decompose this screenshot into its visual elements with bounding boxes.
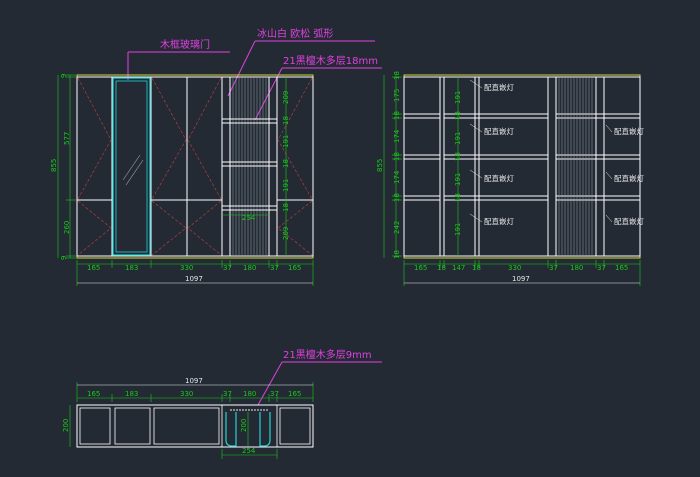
dim-front-inner-width: 254: [242, 214, 256, 222]
dim-plan-w5: 180: [243, 390, 256, 398]
dim-front-w1: 165: [87, 264, 100, 272]
dim-front-w5: 180: [243, 264, 256, 272]
plan-view: 165 183 330 37 180 37 165 1097 200 200 2…: [62, 377, 314, 459]
lamp-label-3: 配直嵌灯: [484, 173, 514, 183]
dim-front-h3: 260: [63, 221, 71, 234]
dim-plan-w4: 37: [223, 390, 232, 398]
annotation-board-18: 21黑檀木多层18mm: [254, 54, 382, 121]
dim-plan-inner-depth: 200: [240, 419, 248, 432]
dim-plan-total: 1097: [185, 377, 203, 385]
dim-int-h9: 18: [393, 250, 401, 259]
dim-int-inner-7: 191: [454, 223, 462, 236]
dim-front-r1: 209: [282, 91, 290, 104]
dim-plan-w1: 165: [87, 390, 100, 398]
dim-int-inner-3: 191: [454, 132, 462, 145]
dim-front-w3: 330: [180, 264, 193, 272]
dim-int-inner-4: 18: [454, 152, 462, 161]
annotation-wood-glass-door: 木框玻璃门: [127, 38, 230, 80]
front-elevation: 254 165 183 330 37 180 37 165 1097: [50, 74, 314, 286]
dim-int-total-height: 855: [376, 159, 384, 172]
dim-front-total: 1097: [185, 275, 203, 283]
dim-int-h2: 175: [393, 89, 401, 102]
dim-front-h4: 9: [60, 256, 68, 260]
annotation-ice-mountain: 冰山白 欧松 弧形: [227, 27, 375, 97]
lamp-label-2: 配直嵌灯: [484, 126, 514, 136]
dim-int-w1: 165: [414, 264, 427, 272]
dim-front-w6: 37: [270, 264, 279, 272]
label-wood-glass-door: 木框玻璃门: [160, 38, 210, 51]
dim-plan-w3: 330: [180, 390, 193, 398]
dim-int-h7: 18: [393, 193, 401, 202]
dim-int-h6: 174: [393, 170, 401, 184]
label-board-9: 21黑檀木多层9mm: [283, 348, 372, 361]
dim-front-r4: 18: [282, 159, 290, 168]
dim-int-h1: 18: [393, 71, 401, 80]
dim-int-w7: 180: [570, 264, 583, 272]
dim-front-r2: 18: [282, 116, 290, 125]
dim-front-r7: 209: [282, 227, 290, 240]
dim-int-inner-5: 191: [454, 173, 462, 186]
dim-plan-w7: 165: [288, 390, 301, 398]
dim-front-w2: 183: [125, 264, 138, 272]
lamp-label-1: 配直嵌灯: [484, 82, 514, 92]
dim-int-w9: 165: [615, 264, 628, 272]
dim-int-h3: 18: [393, 111, 401, 120]
label-ice-mountain: 冰山白 欧松 弧形: [257, 27, 333, 40]
dim-int-w3: 147: [452, 264, 465, 272]
dim-int-inner-1: 191: [454, 91, 462, 104]
dim-plan-depth: 200: [62, 419, 70, 432]
dim-plan-w2: 183: [125, 390, 138, 398]
dim-front-w4: 37: [223, 264, 232, 272]
lamp-label-6: 配直嵌灯: [614, 173, 644, 183]
dim-plan-bottom-width: 254: [242, 447, 256, 455]
dim-int-w2: 18: [437, 264, 446, 272]
lamp-label-4: 配直嵌灯: [484, 216, 514, 226]
dim-front-r3: 191: [282, 135, 290, 148]
dim-int-h8: 242: [393, 221, 401, 234]
dim-front-r6: 18: [282, 203, 290, 212]
lamp-label-7: 配直嵌灯: [614, 216, 644, 226]
label-board-18: 21黑檀木多层18mm: [283, 54, 378, 67]
dim-int-total: 1097: [512, 275, 530, 283]
dim-int-h4: 174: [393, 129, 401, 143]
dim-front-h1: 9: [60, 74, 68, 78]
dim-front-h2: 577: [63, 132, 71, 145]
dim-int-w6: 37: [549, 264, 558, 272]
dim-int-inner-2: 18: [454, 111, 462, 120]
lamp-label-5: 配直嵌灯: [614, 126, 644, 136]
dim-front-r5: 191: [282, 179, 290, 192]
interior-elevation: 配直嵌灯 配直嵌灯 配直嵌灯 配直嵌灯 配直嵌灯 配直嵌灯 配直嵌灯 191 1…: [376, 71, 644, 286]
dim-int-w8: 37: [597, 264, 606, 272]
dim-int-w5: 330: [508, 264, 521, 272]
dim-plan-w6: 37: [270, 390, 279, 398]
dim-front-total-height: 855: [50, 159, 58, 172]
dim-int-w4: 18: [472, 264, 481, 272]
dim-int-h5: 18: [393, 152, 401, 161]
dim-int-inner-6: 18: [454, 193, 462, 202]
dim-front-w7: 165: [288, 264, 301, 272]
